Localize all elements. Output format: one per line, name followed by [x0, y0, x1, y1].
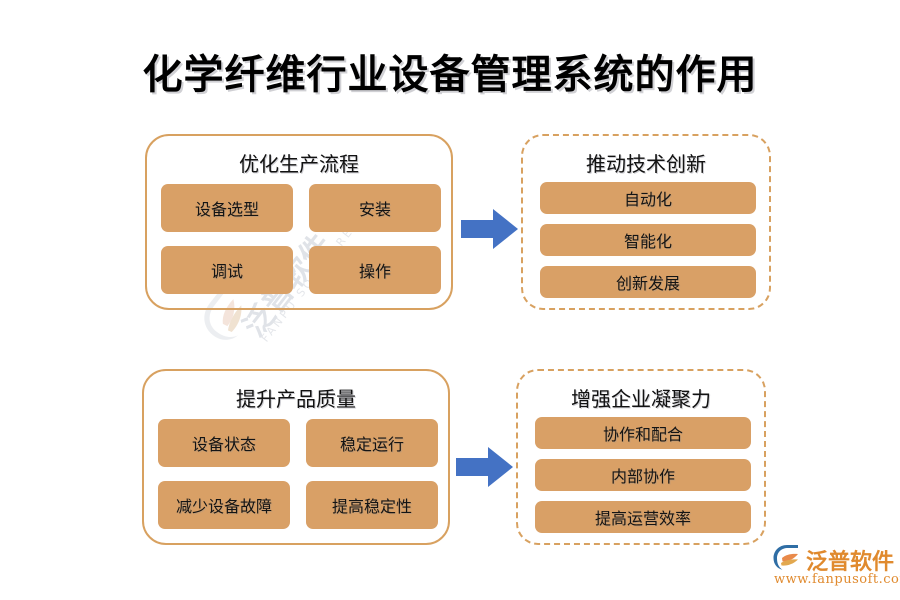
item-operation[interactable]: 操作	[309, 246, 441, 294]
item-reduce-equipment-failure[interactable]: 减少设备故障	[158, 481, 290, 529]
arrow-right-icon-top	[461, 209, 518, 249]
item-automation[interactable]: 自动化	[540, 182, 756, 214]
fanpu-logo-icon	[773, 545, 798, 570]
item-improve-stability[interactable]: 提高稳定性	[306, 481, 438, 529]
group-title-promote-technical-innovation: 推动技术创新	[586, 152, 706, 176]
group-optimize-production-process[interactable]: 优化生产流程 设备选型 安装 调试 操作	[145, 134, 453, 310]
item-commissioning[interactable]: 调试	[161, 246, 293, 294]
item-equipment-selection[interactable]: 设备选型	[161, 184, 293, 232]
brand-logo[interactable]: 泛普软件 www.fanpusoft.com	[772, 544, 900, 592]
group-title-enhance-enterprise-cohesion: 增强企业凝聚力	[571, 387, 711, 411]
arrow-right-icon-bottom	[456, 447, 513, 487]
logo-name: 泛普软件	[806, 550, 895, 575]
item-stable-operation[interactable]: 稳定运行	[306, 419, 438, 467]
logo-url: www.fanpusoft.com	[774, 572, 900, 587]
group-improve-product-quality[interactable]: 提升产品质量 设备状态 稳定运行 减少设备故障 提高稳定性	[142, 369, 450, 545]
item-equipment-status[interactable]: 设备状态	[158, 419, 290, 467]
group-title-optimize-production-process: 优化生产流程	[239, 152, 359, 176]
item-installation[interactable]: 安装	[309, 184, 441, 232]
group-enhance-enterprise-cohesion[interactable]: 增强企业凝聚力 协作和配合 内部协作 提高运营效率	[516, 369, 766, 545]
item-cooperation-and-coordination[interactable]: 协作和配合	[535, 417, 751, 449]
item-improve-operational-efficiency[interactable]: 提高运营效率	[535, 501, 751, 533]
group-title-improve-product-quality: 提升产品质量	[236, 387, 356, 411]
item-internal-collaboration[interactable]: 内部协作	[535, 459, 751, 491]
page-title: 化学纤维行业设备管理系统的作用	[142, 51, 758, 98]
item-innovative-development[interactable]: 创新发展	[540, 266, 756, 298]
item-intelligentization[interactable]: 智能化	[540, 224, 756, 256]
group-promote-technical-innovation[interactable]: 推动技术创新 自动化 智能化 创新发展	[521, 134, 771, 310]
